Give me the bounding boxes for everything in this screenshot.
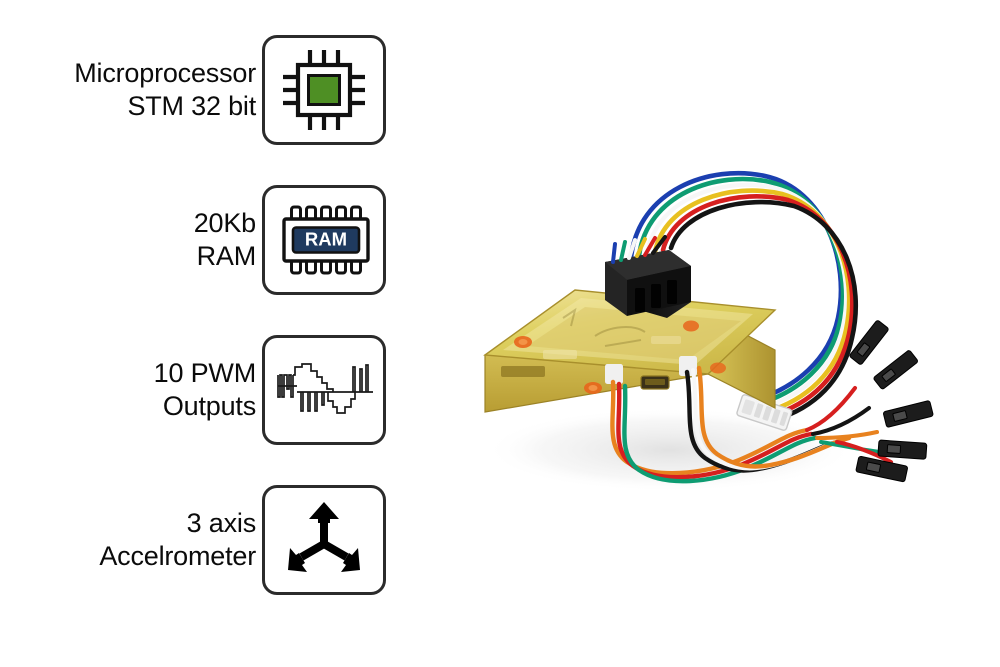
flight-controller-product-photo — [455, 150, 1000, 510]
accelerometer-icon-box — [262, 485, 386, 595]
idc-header-connector — [605, 235, 691, 318]
three-axis-arrows-icon — [282, 500, 366, 580]
card-slot — [501, 366, 545, 377]
microprocessor-chip-icon — [276, 45, 372, 135]
feature-label-ram: 20Kb RAM — [193, 208, 256, 271]
pwm-icon-box — [262, 335, 386, 445]
product-shadow — [485, 408, 855, 492]
lower-wire-bundle — [610, 365, 852, 484]
microprocessor-icon-box — [262, 35, 386, 145]
feature-label-microprocessor: Microprocessor STM 32 bit — [74, 58, 256, 121]
feature-label-accelerometer: 3 axis Accelrometer — [99, 508, 256, 571]
feature-label-pwm: 10 PWM Outputs — [153, 358, 257, 421]
feature-list: Microprocessor STM 32 bit — [0, 0, 400, 667]
cable-exit-housing — [605, 364, 623, 384]
feature-row-microprocessor: Microprocessor STM 32 bit — [0, 34, 400, 146]
upper-wire-loop — [628, 170, 859, 423]
dupont-connectors — [849, 320, 934, 483]
pwm-waveform-icon — [275, 359, 373, 421]
ram-chip-icon: RAM — [274, 202, 374, 278]
feature-row-ram: 20Kb RAM — [0, 184, 400, 296]
led-indicator — [710, 362, 726, 374]
led-indicator — [683, 320, 699, 332]
feature-row-accelerometer: 3 axis Accelrometer — [0, 484, 400, 596]
ram-icon-box: RAM — [262, 185, 386, 295]
feature-row-pwm: 10 PWM Outputs — [0, 334, 400, 446]
controller-case — [483, 289, 777, 413]
ram-chip-label: RAM — [305, 229, 347, 250]
